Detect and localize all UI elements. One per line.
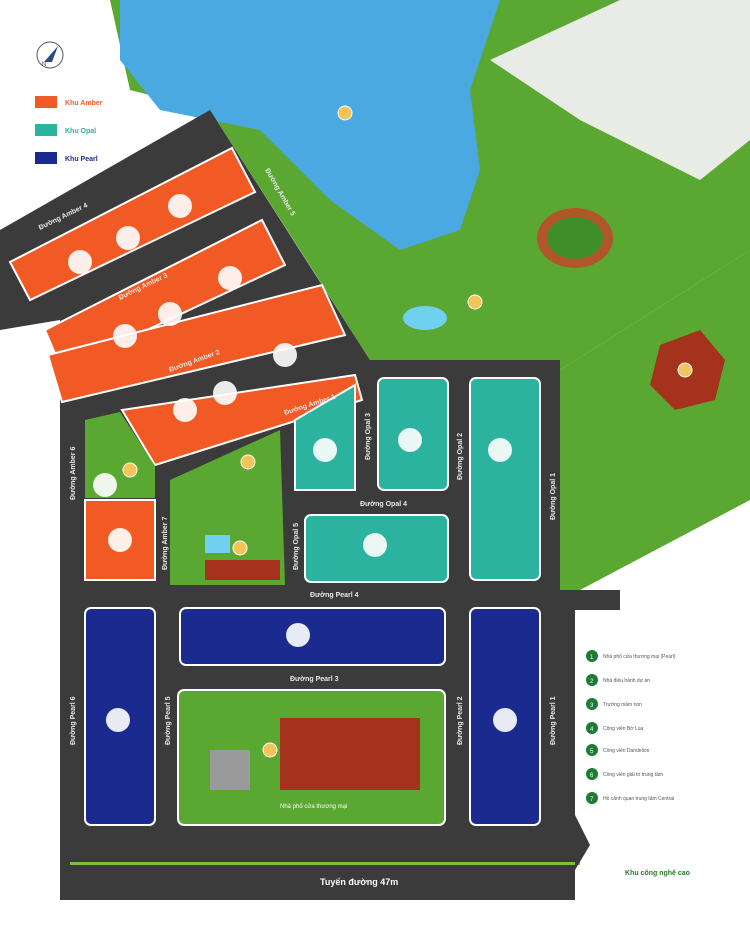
poi-legend-item: 6 Công viên giải trí trung tâm	[586, 768, 663, 780]
svg-text:2: 2	[590, 679, 594, 685]
park-kindergarten	[170, 430, 285, 585]
svg-text:Công viên Bờ Lúa: Công viên Bờ Lúa	[603, 726, 643, 732]
svg-text:1: 1	[590, 655, 594, 661]
road-label-opal-3: Đường Opal 3	[365, 413, 372, 460]
svg-text:4: 4	[590, 727, 594, 733]
poi-legend-item: 4 Công viên Bờ Lúa	[586, 722, 643, 734]
poi-legend: 1 Nhà phố cửa thương mại (Pearl) 2 Nhà đ…	[586, 650, 676, 804]
football-pitch	[547, 217, 603, 259]
road-label-pearl-6: Đường Pearl 6	[70, 696, 77, 745]
direction-arrow-icon	[575, 815, 590, 870]
pool	[403, 306, 447, 330]
legend-swatch-amber	[35, 96, 57, 108]
sports-fields	[490, 0, 750, 180]
poi-legend-item: 2 Nhà điều hành dự án	[586, 674, 650, 686]
road-label-opal-5: Đường Opal 5	[293, 523, 300, 570]
svg-text:Công viên giải trí trung tâm: Công viên giải trí trung tâm	[603, 772, 663, 778]
legend-label-amber: Khu Amber	[65, 100, 103, 107]
svg-text:5: 5	[590, 749, 594, 755]
road-label-pearl-3: Đường Pearl 3	[290, 676, 339, 683]
amber-block-4	[120, 373, 364, 467]
svg-text:7: 7	[590, 797, 594, 803]
main-road-median	[70, 862, 580, 865]
svg-text:Nhà phố cửa thương mại (Pearl): Nhà phố cửa thương mại (Pearl)	[603, 653, 676, 660]
building-1-label: Nhà phố cửa thương mại	[280, 803, 347, 810]
road-label-opal-4: Đường Opal 4	[360, 501, 407, 508]
road-label-amber-6: Đường Amber 6	[70, 447, 77, 500]
gray-building	[210, 750, 250, 790]
kindergarten-building	[205, 560, 280, 580]
road-label-opal-2: Đường Opal 2	[457, 433, 464, 480]
svg-text:Công viên Dandelion: Công viên Dandelion	[603, 748, 650, 754]
svg-text:Hồ cảnh quan trung tâm Central: Hồ cảnh quan trung tâm Central	[603, 796, 674, 802]
commercial-building	[280, 718, 420, 790]
poi-legend-item: 5 Công viên Dandelion	[586, 744, 650, 756]
legend-swatch-opal	[35, 124, 57, 136]
poi-legend-item: 1 Nhà phố cửa thương mại (Pearl)	[586, 650, 676, 662]
opal-block-1	[294, 383, 356, 491]
road-label-main: Tuyến đường 47m	[320, 877, 398, 887]
kindergarten-pool	[205, 535, 230, 553]
legend-swatch-pearl	[35, 152, 57, 164]
svg-text:Nhà điều hành dự án: Nhà điều hành dự án	[603, 678, 650, 684]
road-label-pearl-2: Đường Pearl 2	[457, 696, 464, 745]
poi-legend-item: 7 Hồ cảnh quan trung tâm Central	[586, 792, 674, 804]
svg-text:Trường mầm non: Trường mầm non	[603, 702, 642, 708]
legend-label-opal: Khu Opal	[65, 128, 96, 135]
svg-text:N: N	[42, 62, 46, 68]
poi-legend-item: 3 Trường mầm non	[586, 698, 642, 710]
road-label-pearl-1: Đường Pearl 1	[550, 696, 557, 745]
road-label-pearl-5: Đường Pearl 5	[165, 696, 172, 745]
hitech-zone-label: Khu công nghệ cao	[625, 870, 690, 877]
amber-block-3	[46, 283, 347, 404]
road-label-opal-1: Đường Opal 1	[550, 473, 557, 520]
central-lake	[120, 0, 500, 250]
road-label-amber-7: Đường Amber 7	[162, 517, 169, 570]
svg-text:6: 6	[590, 773, 594, 779]
opal-block-3	[469, 377, 541, 581]
road-label-pearl-4: Đường Pearl 4	[310, 592, 359, 599]
svg-text:3: 3	[590, 703, 594, 709]
legend-label-pearl: Khu Pearl	[65, 156, 98, 163]
pearl-block-2	[179, 607, 446, 666]
compass-icon: N	[36, 41, 64, 69]
